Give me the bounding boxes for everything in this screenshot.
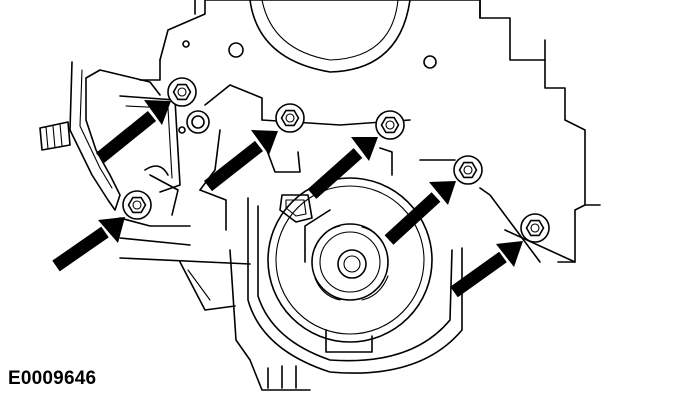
pointer-arrows <box>52 100 523 298</box>
bolt-3 <box>375 110 405 140</box>
oil-pump-housing <box>247 194 463 374</box>
arrow-bolt-4 <box>384 181 456 245</box>
bolt-4 <box>453 155 483 185</box>
front-cover-outline <box>139 0 601 263</box>
cover-holes <box>178 40 437 134</box>
crankshaft-seal <box>267 177 433 353</box>
bolt-1 <box>167 77 197 107</box>
bolt-2 <box>275 103 305 133</box>
arrow-bolt-3 <box>307 137 378 199</box>
arrow-bolt-5 <box>52 217 125 272</box>
water-outlet-housing <box>39 61 181 211</box>
bolt-6 <box>520 213 550 243</box>
arrow-bolt-1 <box>95 100 171 164</box>
arrow-bolt-6 <box>450 241 523 298</box>
bolt-5 <box>122 190 152 220</box>
upper-timing-arc <box>249 0 411 73</box>
cover-casting-lines <box>119 84 576 391</box>
arrow-bolt-2 <box>203 130 278 192</box>
sensor-fitting <box>186 110 210 134</box>
figure-id-label: E0009646 <box>8 368 97 389</box>
